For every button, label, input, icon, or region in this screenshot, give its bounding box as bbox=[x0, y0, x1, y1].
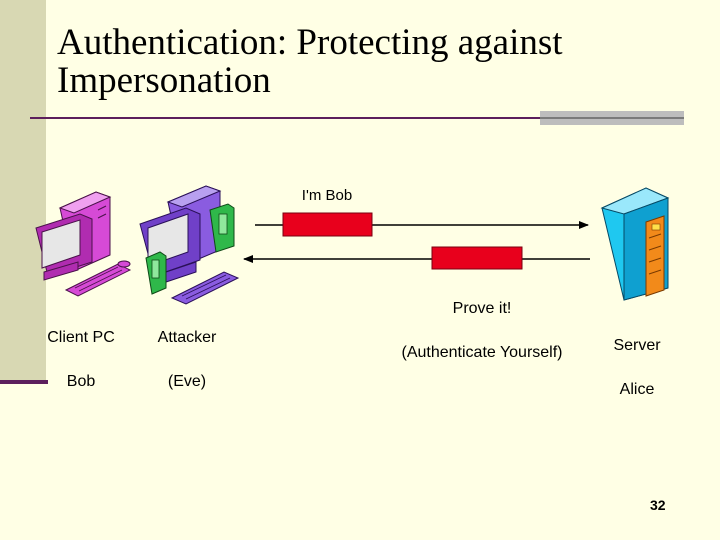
server-label: Server Alice bbox=[596, 313, 678, 423]
challenge-label-line-2: (Authenticate Yourself) bbox=[372, 342, 592, 364]
challenge-message-label: Prove it! (Authenticate Yourself) bbox=[372, 276, 592, 386]
server-label-line-1: Server bbox=[596, 335, 678, 357]
claim-message-block bbox=[283, 213, 372, 236]
attacker-pc-icon bbox=[140, 186, 238, 304]
challenge-label-line-1: Prove it! bbox=[372, 298, 592, 320]
client-label: Client PC Bob bbox=[31, 305, 131, 415]
attacker-label: Attacker (Eve) bbox=[140, 305, 234, 415]
server-label-line-2: Alice bbox=[596, 379, 678, 401]
attacker-label-line-2: (Eve) bbox=[140, 371, 234, 393]
client-label-line-2: Bob bbox=[31, 371, 131, 393]
client-label-line-1: Client PC bbox=[31, 327, 131, 349]
client-pc-icon bbox=[36, 192, 130, 296]
page-number: 32 bbox=[650, 497, 666, 513]
server-icon bbox=[602, 188, 668, 300]
challenge-message-block bbox=[432, 247, 522, 269]
attacker-label-line-1: Attacker bbox=[140, 327, 234, 349]
claim-message-label: I'm Bob bbox=[290, 185, 364, 207]
